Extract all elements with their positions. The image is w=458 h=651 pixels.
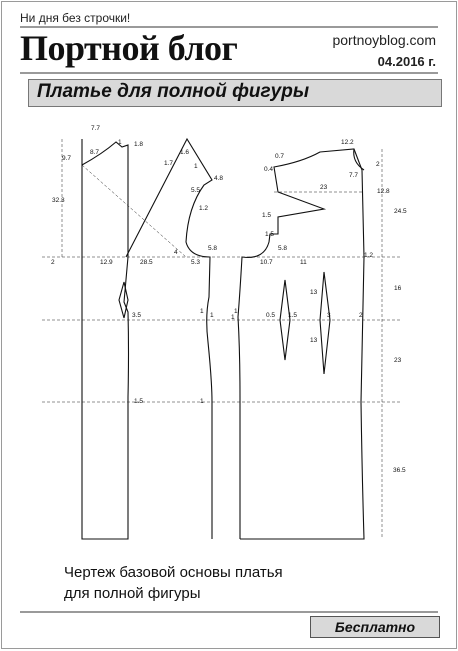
label-back-neck-depth: 9.7: [62, 155, 71, 162]
figure-caption: Чертеж базовой основы платья для полной …: [64, 562, 283, 604]
label-hem-side-back: 1.5: [134, 398, 143, 405]
label-side-left-1: 1: [200, 308, 204, 315]
label-side-right-1: 1: [234, 308, 238, 315]
label-front-arm-e: 5.8: [278, 245, 287, 252]
label-front-width: 10.7: [260, 259, 273, 266]
price-label: Бесплатно: [334, 619, 416, 635]
label-arm-top-c: 1: [194, 163, 198, 170]
pattern-draft: 7.7 1 1.8 9.7 8.7 32.3 12.9 28.5 2 3.5 1…: [42, 125, 407, 540]
label-hip-len: 23: [394, 357, 402, 364]
label-waist-dart-back: 3.5: [132, 312, 141, 319]
label-side-left-2: 1: [210, 312, 214, 319]
label-hem-side-mid: 1: [200, 398, 204, 405]
diagonal-line: [81, 164, 187, 258]
label-front-neck-depth: 12.8: [377, 188, 390, 195]
label-front-neck-b: 0.4: [264, 166, 273, 173]
label-arm-b: 1.2: [199, 205, 208, 212]
label-left-edge: 2: [51, 259, 55, 266]
label-arm-mid: 4.8: [214, 175, 223, 182]
label-armhole-width: 28.5: [140, 259, 153, 266]
label-front-neck-a: 0.7: [275, 153, 284, 160]
label-front-waist-side: 2: [359, 312, 363, 319]
label-waist-hip: 16: [394, 285, 402, 292]
label-dart-len-top: 13: [310, 289, 318, 296]
label-dart-w-side2: 1.5: [288, 312, 297, 319]
label-front-bust-b: 1.5: [265, 231, 274, 238]
label-arm-top-b: 1.7: [164, 160, 173, 167]
front-dart-right: [319, 271, 331, 375]
label-front-to-bust: 24.5: [394, 208, 407, 215]
caption-line-2: для полной фигуры: [64, 585, 201, 602]
label-back-neck-w: 7.7: [91, 125, 100, 132]
label-dart-w-side: 0.5: [266, 312, 275, 319]
header-rule-top: [20, 26, 438, 28]
back-piece-outline: [81, 139, 130, 540]
label-back-shoulder-len: 8.7: [90, 149, 99, 156]
caption-line-1: Чертеж базовой основы платья: [64, 564, 283, 581]
label-front-neck-d: 2: [376, 161, 380, 168]
label-front-bust-a: 1.5: [262, 212, 271, 219]
label-armhole-depth: 32.3: [52, 197, 65, 204]
label-dart-len-bot: 13: [310, 337, 318, 344]
footer-rule: [20, 611, 438, 613]
label-front-dart-w: 7.7: [349, 172, 358, 179]
label-front-chest: 23: [320, 184, 328, 191]
label-arm-top-a: 1.6: [180, 149, 189, 156]
label-dart-pos: 11: [300, 259, 307, 266]
front-neck-curve: [353, 148, 365, 171]
label-arm-d: 5.8: [208, 245, 217, 252]
label-dart-front: 3: [327, 312, 331, 319]
front-piece-outline: [237, 148, 365, 540]
header-rule-bottom: [20, 72, 438, 74]
label-arm-e: 5.3: [191, 259, 200, 266]
back-dart: [118, 281, 129, 319]
tagline: Ни дня без строчки!: [20, 11, 131, 25]
measurement-labels: 7.7 1 1.8 9.7 8.7 32.3 12.9 28.5 2 3.5 1…: [51, 125, 407, 474]
blog-title: Портной блог: [20, 28, 238, 68]
label-side-right-2: 1: [231, 314, 235, 321]
label-front-side: 1.2: [364, 252, 373, 259]
label-arm-c: 4: [174, 249, 178, 256]
label-back-width: 12.9: [100, 259, 113, 266]
site-url[interactable]: portnoyblog.com: [332, 32, 436, 48]
pattern-outlines: [81, 137, 365, 540]
label-arm-a: 5.5: [191, 187, 200, 194]
article-title: Платье для полной фигуры: [37, 81, 310, 102]
label-skirt-len: 36.5: [393, 467, 406, 474]
label-back-neck-h: 1: [118, 139, 122, 146]
label-back-shoulder-drop: 1.8: [134, 141, 143, 148]
article-banner: Платье для полной фигуры: [28, 79, 442, 107]
side-piece-outline: [125, 137, 213, 539]
label-front-neck-w: 12.2: [341, 139, 354, 146]
construction-lines: [42, 139, 402, 539]
price-badge: Бесплатно: [310, 616, 440, 638]
issue-date: 04.2016 г.: [377, 54, 436, 69]
